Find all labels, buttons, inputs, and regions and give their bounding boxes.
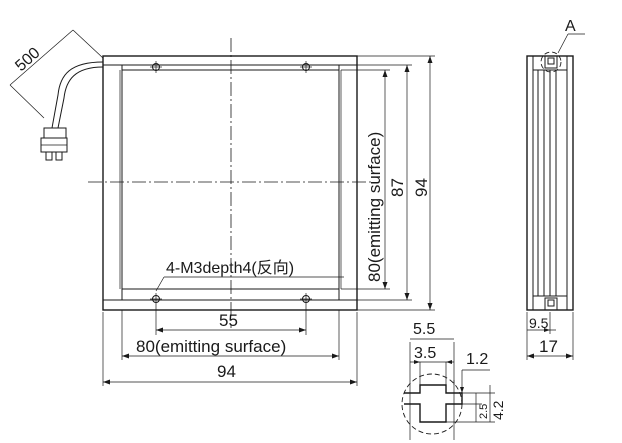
emitting-height-dim: 80(emitting surface) (365, 132, 384, 282)
mounting-hole (150, 293, 162, 305)
mounting-hole (150, 61, 162, 73)
side-inner-dim: 9.5 (529, 315, 549, 331)
connector-icon (40, 127, 68, 161)
overall-width-dim: 94 (217, 362, 236, 381)
detail-depth-outer-dim: 4.2 (490, 400, 506, 420)
front-view: 4-M3depth4(反向) (88, 38, 372, 328)
hole-note: 4-M3depth4(反向) (166, 259, 294, 277)
mounting-hole (300, 61, 312, 73)
emitting-width-dim: 80(emitting surface) (136, 337, 286, 356)
mounting-hole (300, 293, 312, 305)
detail-slot-outer-dim: 5.5 (413, 321, 435, 338)
hole-note-leader (155, 276, 165, 292)
detail-a: 5.5 3.5 1.2 2.5 4.2 (401, 321, 506, 440)
detail-a-circle (540, 51, 562, 73)
cable-length-dim: 500 (12, 44, 43, 75)
front-dimensions: 55 80(emitting surface) 94 80(emitting s… (102, 55, 435, 386)
cable: 500 (9, 29, 104, 161)
detail-a-label: A (565, 18, 576, 35)
detail-wall-dim: 1.2 (466, 351, 488, 368)
side-view: A 9.5 17 (526, 18, 585, 360)
inner-height-dim: 87 (388, 178, 407, 197)
detail-slot-inner-dim: 3.5 (414, 345, 436, 362)
emitting-surface (121, 69, 340, 290)
right-strip (338, 64, 358, 301)
side-thickness-dim: 17 (539, 337, 558, 356)
detail-depth-inner-dim: 2.5 (478, 404, 490, 419)
left-strip (102, 64, 123, 301)
hole-pitch-dim: 55 (219, 311, 238, 330)
overall-height-dim: 94 (412, 178, 431, 197)
